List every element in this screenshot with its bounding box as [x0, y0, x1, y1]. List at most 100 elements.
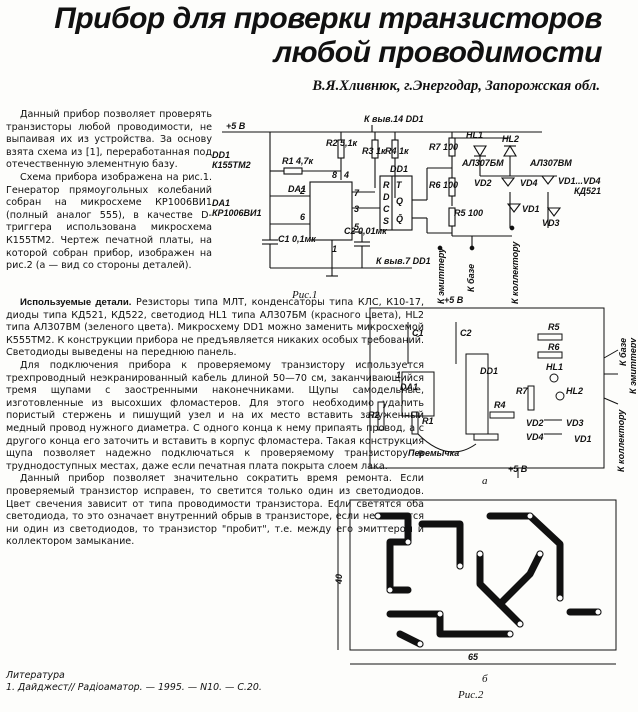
pcb-a-hl1-label: HL1 [546, 362, 563, 372]
pcb-a-jumper-label: Перемычка [408, 448, 459, 458]
trigger-qn-pin: Q̄ [396, 214, 403, 224]
pcb-b-trace [374, 512, 412, 594]
pcb-a-to-base: К базе [618, 338, 628, 366]
schematic-pin3: 3 [354, 204, 359, 214]
pcb-a-r7 [527, 385, 535, 411]
schematic-hl2-label: HL2 [502, 134, 519, 144]
pcb-b-pad [456, 562, 464, 570]
pcb-a-hl2-label: HL2 [566, 386, 583, 396]
schematic-pin4: 4 [343, 170, 349, 180]
schematic-pin14-label: К выв.14 DD1 [364, 114, 424, 124]
pcb-b-pad [594, 608, 602, 616]
parts-heading: Используемые детали. [20, 297, 132, 308]
schematic-r2-label: R2 5,1к [326, 138, 358, 148]
pcb-a-r2-label: R2 [368, 410, 380, 420]
schematic-vd4-diode [540, 175, 556, 185]
pcb-b-pad [416, 640, 424, 648]
pcb-b-dim-height-label: 40 [334, 574, 344, 585]
schematic-terminal [469, 245, 475, 251]
pcb-a-hl1 [549, 373, 559, 383]
schematic-r3-label: R3 1к [362, 146, 386, 156]
pcb-b-trace [476, 550, 524, 628]
trigger-d-pin: D [383, 192, 390, 202]
pcb-a-c1-label: C1 [412, 328, 424, 338]
pcb-b-pad [536, 550, 544, 558]
pcb-b-trace [418, 520, 464, 570]
schematic-vd4-label: VD4 [520, 178, 538, 188]
pcb-b-pad [506, 630, 514, 638]
schematic-to-emitter: К эмиттеру [436, 247, 446, 304]
pcb-a-r2 [377, 401, 385, 431]
literature-block: Литература 1. Дайджест// Радіоаматор. — … [6, 670, 262, 694]
pcb-a-dd1-label: DD1 [480, 366, 498, 376]
schematic-c1-label: C1 0,1мк [278, 234, 316, 244]
pcb-b-dim-width-label: 65 [468, 652, 479, 662]
pcb-a-plus5-top: +5 В [444, 295, 464, 305]
pcb-a-lead [603, 397, 619, 405]
article-author: В.Я.Хливнюк, г.Энергодар, Запорожская об… [312, 78, 600, 94]
schematic-pin5: 5 [354, 222, 360, 232]
pcb-a-key: 1 [396, 370, 401, 380]
literature-heading: Литература [6, 670, 65, 681]
schematic-vd-range: VD1...VD4 [558, 176, 601, 186]
schematic-vd1-label: VD1 [522, 204, 540, 214]
pcb-a-sublabel: а [482, 475, 488, 487]
schematic-figure: +5 В К выв.14 DD1 R2 5,1к R3 1к R4 1к R 1… [212, 114, 601, 304]
pcb-a-r4 [489, 411, 515, 419]
parts-paragraph: Используемые детали. Резисторы типа МЛТ,… [6, 297, 424, 360]
pcb-b-pads [374, 512, 602, 648]
schematic-vd2-label: VD2 [474, 178, 492, 188]
pcb-b-trace [386, 610, 514, 638]
pcb-b-traces [374, 512, 602, 648]
schematic-vd2-diode [500, 177, 516, 187]
pcb-b-pad [436, 610, 444, 618]
schematic-pin1: 1 [332, 244, 337, 254]
pcb-a-r1-label: R1 [422, 416, 434, 426]
schematic-da1-label: DA1 [212, 198, 230, 208]
pcb-b-trace [486, 512, 564, 602]
schematic-pin6: 6 [300, 212, 306, 222]
pcb-a-vd1-label: VD1 [574, 434, 592, 444]
pcb-a-vd3-label: VD3 [566, 418, 584, 428]
schematic-hl1-led [473, 145, 487, 158]
pcb-a-r3 [473, 433, 499, 441]
schematic-dd1-inner-label: DD1 [390, 164, 408, 174]
schematic-r4-label: R4 1к [385, 146, 409, 156]
pcb-b-pad [516, 620, 524, 628]
pcb-b-pad [374, 512, 382, 520]
pcb-a-board-outline [369, 307, 605, 469]
intro-column: Данный прибор позволяет проверять транзи… [6, 109, 212, 273]
pcb-a-r4-label: R4 [494, 400, 506, 410]
schematic-vd-type: КД521 [574, 186, 601, 196]
pcb-a-c2-label: C2 [460, 328, 472, 338]
schematic-vd1-diode [506, 203, 522, 213]
pcb-a-r5 [537, 333, 563, 341]
pcb-b-board-outline [349, 499, 617, 651]
schematic-r5-label: R5 100 [454, 208, 483, 218]
schematic-c2-label: C2 0,01мк [344, 226, 387, 236]
trigger-t-mark: T [396, 180, 403, 190]
intro-paragraph: Данный прибор позволяет проверять транзи… [6, 109, 212, 171]
pcb-a-hl2 [555, 391, 565, 401]
pcb-a-r1 [411, 411, 419, 435]
pcb-a-r6 [537, 351, 563, 359]
schematic-hl2-type: АЛ307ВМ [529, 158, 572, 168]
schematic-r6-label: R6 100 [429, 180, 458, 190]
schematic-terminal [509, 225, 515, 231]
schematic-plus5-label: +5 В [226, 121, 246, 131]
article-title-line1: Прибор для проверки транзисторов [54, 2, 602, 35]
pcb-b-pad [526, 512, 534, 520]
trigger-r-pin: R [383, 180, 390, 190]
pcb-a-r6-label: R6 [548, 342, 560, 352]
pcb-a-lead [603, 349, 619, 359]
schematic-vd3-diode [546, 207, 562, 217]
pcb-a-r7-label: R7 [516, 386, 528, 396]
pcb-b-sublabel: б [482, 673, 488, 685]
schematic-hl1-label: HL1 [466, 130, 483, 140]
schematic-r1 [283, 167, 303, 175]
schematic-pin7: 7 [354, 188, 360, 198]
pcb-a-jumper [417, 433, 477, 453]
pcb-a-r5-label: R5 [548, 322, 560, 332]
figure1-caption: Рис.1 [291, 289, 317, 301]
pcb-a-vd2-label: VD2 [526, 418, 544, 428]
